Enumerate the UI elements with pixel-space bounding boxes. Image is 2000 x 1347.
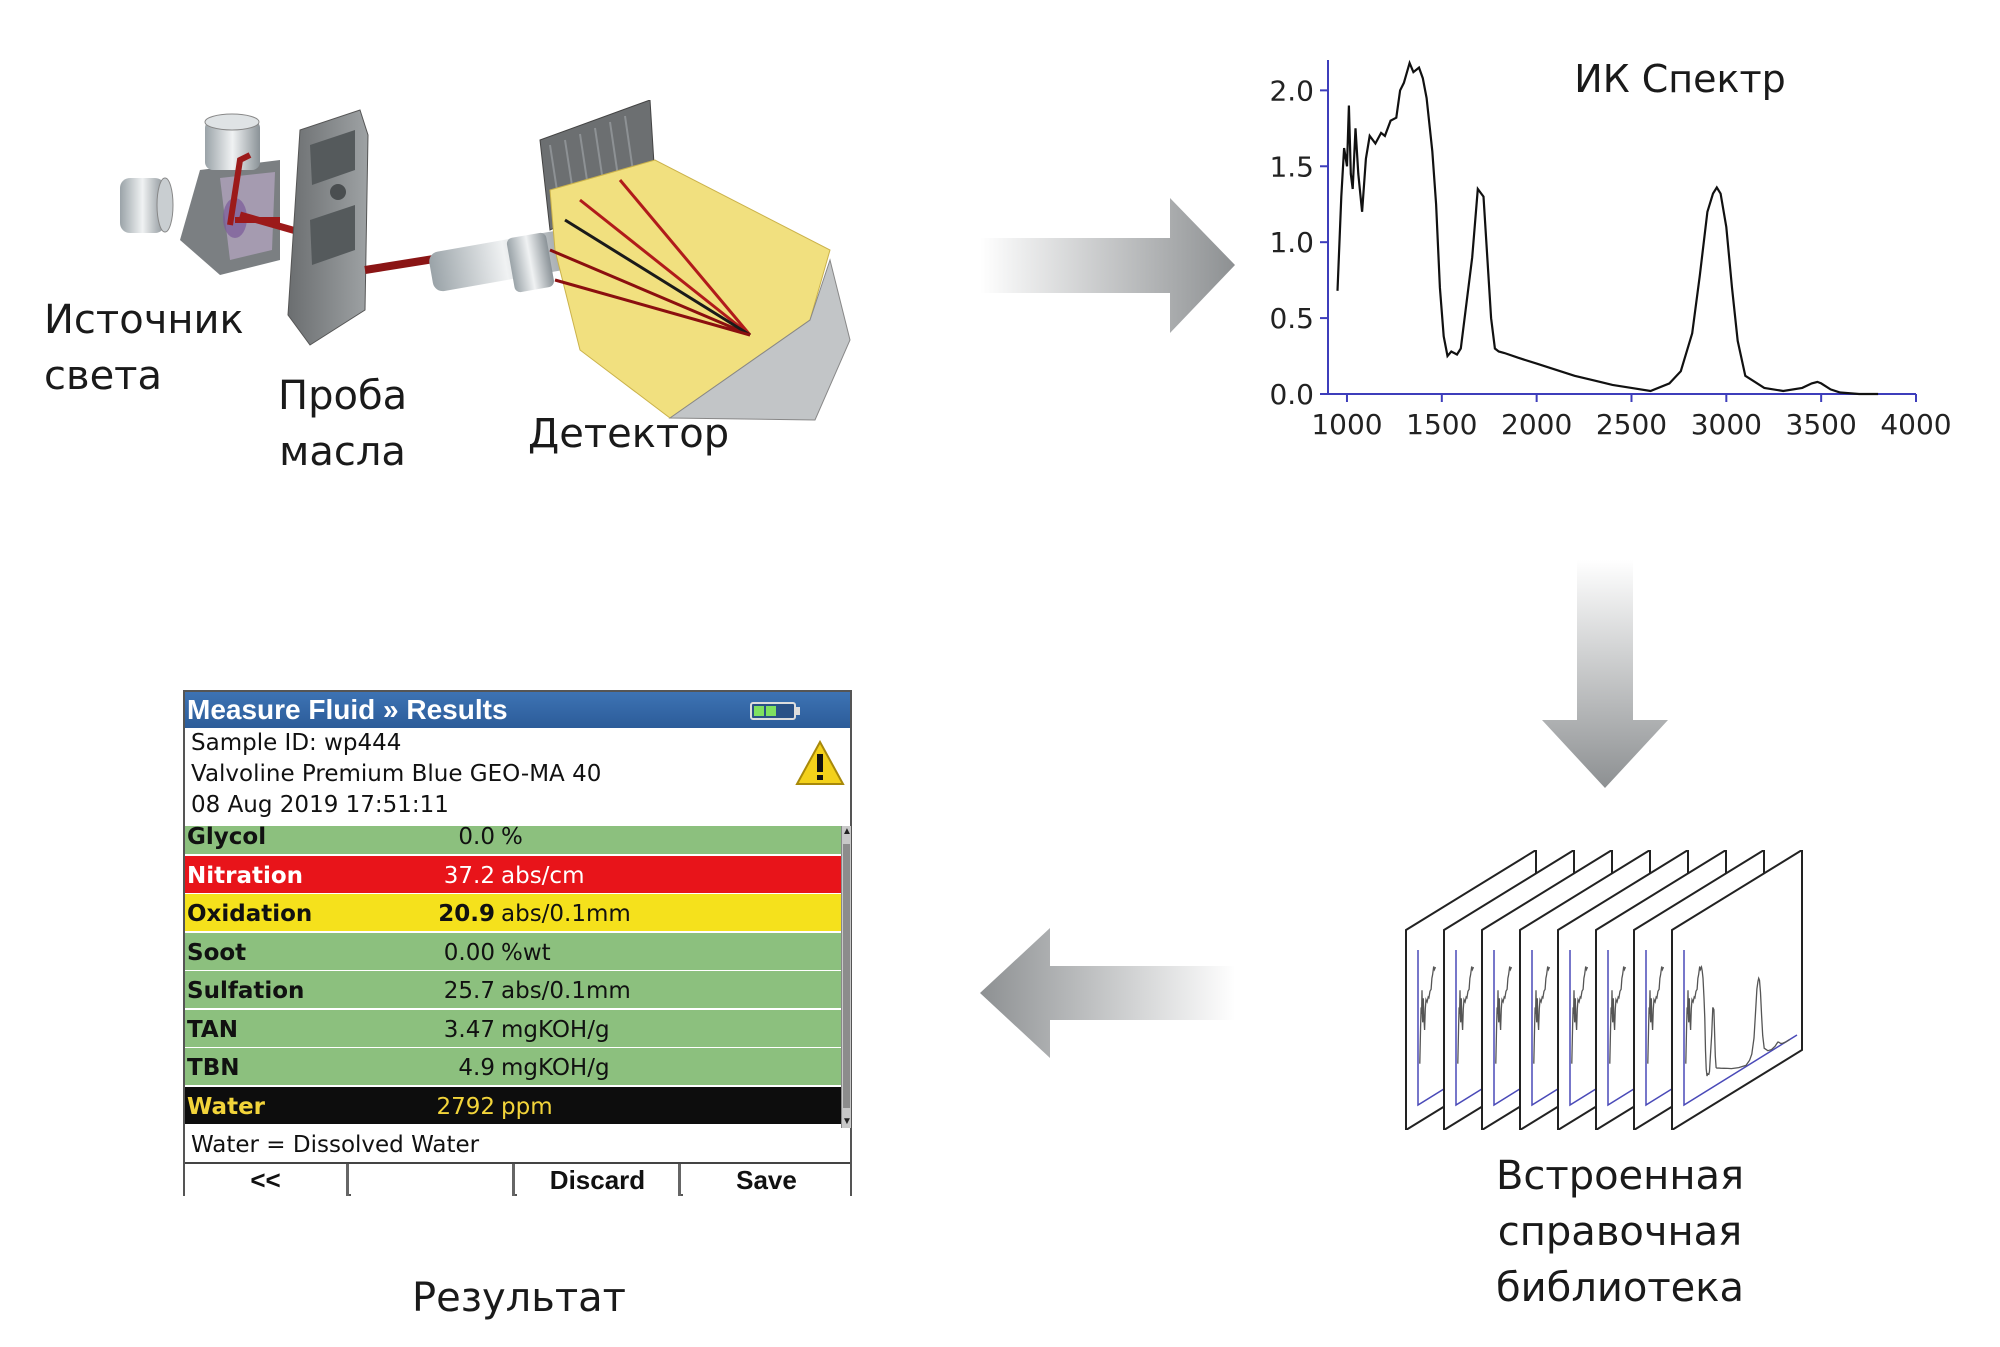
result-unit: abs/0.1mm <box>501 978 631 1004</box>
warning-icon <box>795 740 845 785</box>
result-value: 0.00 <box>443 939 495 966</box>
sample-id: Sample ID: wp444 <box>191 730 402 756</box>
x-tick-label: 2000 <box>1501 408 1572 441</box>
detector-label: Детектор <box>528 411 730 457</box>
arrow-down-icon <box>1542 560 1668 788</box>
result-name: Nitration <box>187 862 304 889</box>
arrow-left-icon <box>980 928 1235 1058</box>
light-source-label: Источник света <box>44 297 244 399</box>
result-name: Water <box>187 1093 266 1120</box>
y-tick-label: 1.0 <box>1269 226 1314 259</box>
y-tick-label: 1.5 <box>1269 150 1314 183</box>
result-unit: ppm <box>501 1093 553 1120</box>
ir-spectrum-chart: 1000 1500 2000 2500 3000 3500 4000 0.0 0.5 1.0 1.5… <box>1269 57 1951 441</box>
reference-library-illustration <box>1405 850 1803 1130</box>
result-value: 37.2 <box>443 862 495 889</box>
x-tick-label: 4000 <box>1880 408 1951 441</box>
result-value: 2792 <box>436 1093 495 1120</box>
back-button[interactable]: << <box>185 1164 349 1196</box>
scroll-down-icon[interactable]: ▼ <box>842 1116 852 1127</box>
scroll-up-icon[interactable]: ▲ <box>842 826 852 837</box>
x-tick-label: 2500 <box>1596 408 1667 441</box>
sample-datetime: 08 Aug 2019 17:51:11 <box>191 792 449 818</box>
battery-icon <box>750 702 800 720</box>
arrow-right-icon <box>980 198 1235 333</box>
y-tick-label: 0.0 <box>1269 378 1314 411</box>
detector-tube-icon <box>429 228 581 293</box>
result-unit: abs/0.1mm <box>501 901 631 927</box>
result-name: Oxidation <box>187 901 313 927</box>
library-spectrum-card <box>1671 850 1803 1130</box>
result-unit: %wt <box>501 939 551 966</box>
result-unit: abs/cm <box>501 862 585 889</box>
detector-icon <box>539 100 851 421</box>
result-value: 4.9 <box>458 1055 495 1081</box>
oil-sample-icon <box>287 109 441 346</box>
screen-title: Measure Fluid » Results <box>185 692 850 728</box>
result-value: 0.0 <box>458 826 495 850</box>
sample-info: Sample ID: wp444 Valvoline Premium Blue … <box>191 728 601 821</box>
result-value: 20.9 <box>438 901 495 927</box>
result-value: 3.47 <box>443 1016 495 1043</box>
result-row-soot[interactable]: Soot 0.00%wt <box>185 932 841 971</box>
reference-library-label: Встроенная справочная библиотека <box>1495 1153 1745 1311</box>
results-screen: Measure Fluid » Results Sample ID: wp444… <box>183 690 852 1196</box>
result-name: TBN <box>187 1055 240 1081</box>
optical-bench-illustration <box>120 100 851 421</box>
results-scrollbar[interactable]: ▲ ▼ <box>841 826 852 1128</box>
ir-spectrum-title: ИК Спектр <box>1574 57 1785 101</box>
y-tick-label: 2.0 <box>1269 74 1314 107</box>
fluid-name: Valvoline Premium Blue GEO-MA 40 <box>191 761 602 787</box>
x-tick-label: 1500 <box>1406 408 1477 441</box>
result-unit: % <box>501 826 523 850</box>
softkey-bar: << Discard Save <box>185 1162 850 1196</box>
result-unit: mgKOH/g <box>501 1055 610 1081</box>
empty-softkey-button[interactable] <box>351 1164 515 1196</box>
x-tick-label: 1000 <box>1311 408 1382 441</box>
y-tick-label: 0.5 <box>1269 302 1314 335</box>
result-name: Sulfation <box>187 978 305 1004</box>
result-name: Glycol <box>187 826 267 850</box>
x-tick-label: 3000 <box>1691 408 1762 441</box>
discard-button[interactable]: Discard <box>517 1164 681 1196</box>
oil-sample-label: Проба масла <box>278 373 408 475</box>
scrollbar-thumb[interactable] <box>843 844 850 1108</box>
light-source-icon <box>120 113 311 275</box>
ir-spectrum-line <box>1336 59 1879 396</box>
result-note: Water = Dissolved Water <box>191 1132 480 1158</box>
save-button[interactable]: Save <box>683 1164 850 1196</box>
result-label: Результат <box>412 1275 626 1321</box>
result-value: 25.7 <box>443 978 495 1004</box>
result-name: Soot <box>187 939 247 966</box>
result-row-glycol[interactable]: Glycol 0.0% <box>185 826 841 855</box>
result-name: TAN <box>187 1016 238 1043</box>
x-tick-label: 3500 <box>1786 408 1857 441</box>
result-unit: mgKOH/g <box>501 1016 610 1043</box>
